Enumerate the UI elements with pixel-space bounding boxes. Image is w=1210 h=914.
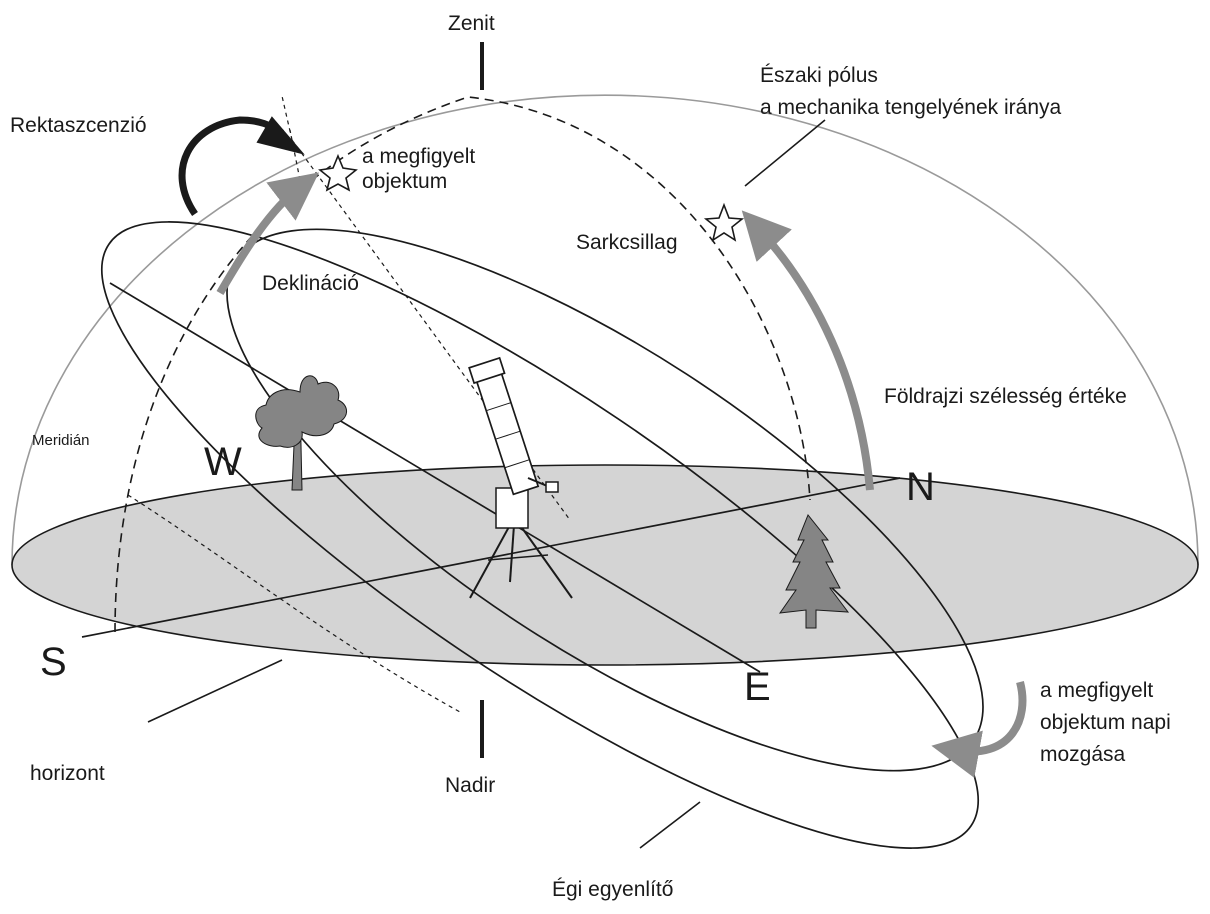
south-north-line	[81, 477, 901, 638]
equator-leader	[639, 801, 701, 849]
object-label-line2: objektum	[362, 170, 447, 193]
celestial-equator-group	[100, 221, 980, 849]
daily-motion-arrow	[931, 680, 1027, 778]
deciduous-tree-icon	[255, 375, 347, 491]
horizon-plane	[11, 464, 1199, 666]
right-ascension-arrow-head	[256, 116, 305, 155]
telescope-icon	[468, 356, 573, 599]
latitude-label: Földrajzi szélesség értéke	[884, 385, 1127, 408]
west-label: W	[204, 440, 242, 484]
daily-motion-label-line3: mozgása	[1040, 743, 1126, 766]
west-east-line	[109, 282, 761, 673]
daily-motion-label-line2: objektum napi	[1040, 711, 1171, 734]
latitude-arrow	[741, 210, 874, 491]
zenit-label: Zenit	[448, 12, 495, 35]
north-pole-sublabel: a mechanika tengelyének iránya	[760, 96, 1062, 119]
object-star-icon	[318, 153, 358, 192]
declination-arrow	[216, 172, 320, 296]
pine-tree-icon	[778, 514, 850, 629]
polaris-star-icon	[703, 202, 745, 242]
meridian-label: Meridián	[32, 432, 90, 449]
celestial-equator-label: Égi egyenlítő	[552, 878, 673, 901]
south-label: S	[40, 640, 67, 684]
east-label: E	[744, 665, 771, 709]
north-pole-leader	[744, 119, 826, 187]
object-label-line1: a megfigyelt	[362, 145, 475, 168]
horizon-label: horizont	[30, 762, 105, 785]
daily-motion-label-line1: a megfigyelt	[1040, 679, 1153, 702]
zenith-axis-upper	[281, 95, 301, 181]
horizon-leader	[147, 659, 283, 723]
nadir-label: Nadir	[445, 774, 495, 797]
celestial-equator-ellipse	[100, 221, 980, 849]
declination-label: Deklináció	[262, 272, 359, 295]
meridian-circle	[114, 96, 811, 633]
north-pole-label: Északi pólus	[760, 64, 878, 87]
polaris-label: Sarkcsillag	[576, 231, 678, 254]
north-label: N	[906, 465, 935, 509]
lower-dashed-line	[127, 494, 461, 713]
sky-dome	[11, 94, 1199, 566]
right-ascension-label: Rektaszcenzió	[10, 114, 147, 137]
